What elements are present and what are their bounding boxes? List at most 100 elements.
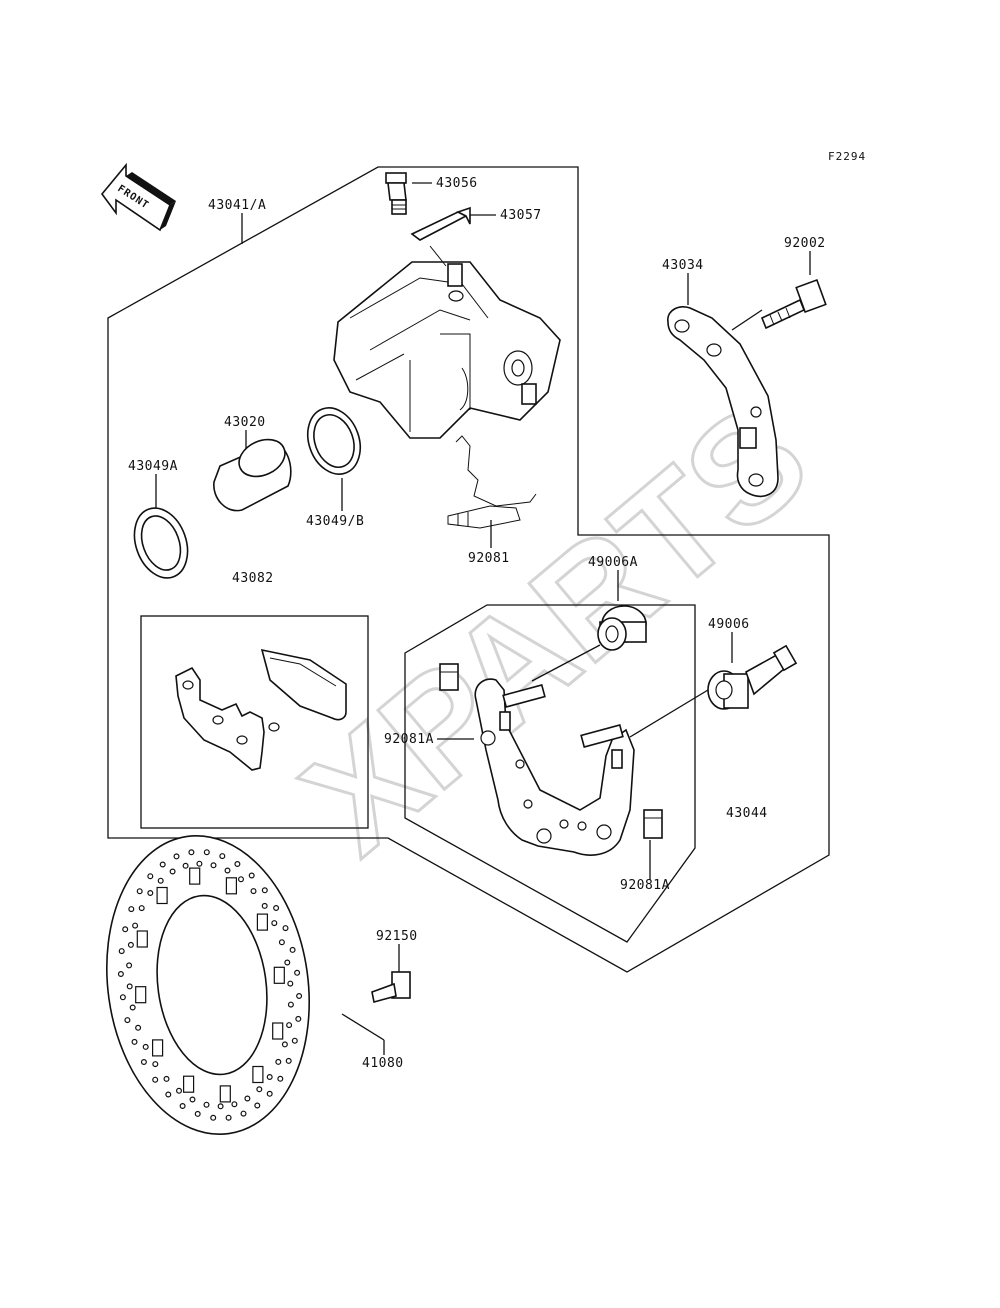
disc-hole [136,888,143,895]
disc-hole [261,902,268,909]
disc-slot [135,986,147,1004]
disc-hole [129,1004,136,1011]
disc-hole [159,861,166,868]
disc-slot [189,867,201,885]
disc-hole [117,970,124,977]
disc-hole [286,1022,293,1029]
disc-hole [147,873,154,880]
front-direction-icon: FRONT [100,162,176,232]
disc-hole [225,1114,232,1121]
disc-drilled-holes [117,849,303,1121]
label-41080: 41080 [362,1056,404,1071]
disc-slot [256,913,268,931]
disc-hole [194,1110,201,1117]
disc-hole [169,868,176,875]
disc-hole [254,1102,261,1109]
disc-hole [203,849,210,856]
disc-hole [284,959,291,966]
disc-hole [238,876,245,883]
leader-lines [155,182,811,1055]
caliper-assembly-outline [107,166,830,973]
label-43049A: 43049A [128,459,178,474]
disc-hole [138,905,145,912]
disc-hole [234,860,241,867]
label-92002: 92002 [784,236,826,251]
disc-slot [273,966,285,984]
disc-hole [281,1041,288,1048]
disc-hole [295,1015,302,1022]
label-43041A: 43041/A [208,198,266,213]
disc-hole [119,994,126,1001]
disc-hole [294,969,301,976]
disc-hole [266,1073,273,1080]
caliper-bracket-part [474,678,635,856]
disc-hole [224,867,231,874]
disc-slot [225,877,237,895]
disc-hole [122,926,129,933]
disc-hole [285,1057,292,1064]
disc-hole [275,1058,282,1065]
disc-hole [142,1043,149,1050]
holder-bolt-part [760,278,827,330]
disc-hole [126,962,133,969]
figure-code: F2294 [828,150,866,163]
bracket-assembly-outline [404,604,696,943]
disc-hole [203,1101,210,1108]
disc-slot [156,886,168,905]
bleeder-valve-part [385,172,407,215]
disc-hole [132,922,139,929]
disc-hole [165,1091,172,1098]
disc-slot [272,1022,284,1040]
label-43056: 43056 [436,176,478,191]
disc-hole [173,853,180,860]
label-43044: 43044 [726,806,768,821]
disc-hole [248,872,255,879]
disc-hole [250,888,257,895]
disc-hole [179,1102,186,1109]
disc-hole [282,925,289,932]
disc-slot [183,1075,195,1093]
disc-hole [287,980,294,987]
disc-slot [219,1085,231,1103]
disc-hole [152,1061,159,1068]
disc-hole [240,1110,247,1117]
bracket-clip-left-part [439,663,459,691]
label-49006: 49006 [708,617,750,632]
piston-part [213,438,292,512]
disc-hole [152,1076,159,1083]
label-43082: 43082 [232,571,274,586]
disc-hole [124,1017,131,1024]
slide-pin-part [707,644,798,710]
disc-hole [244,1095,251,1102]
disc-hole [196,860,203,867]
caliper-body-part [333,245,561,439]
disc-cooling-slots [135,867,285,1103]
label-49006A: 49006A [588,555,638,570]
disc-hole [287,1001,294,1008]
pad-spring-part [447,435,537,529]
disc-slot [252,1065,264,1084]
disc-slot [136,930,148,948]
disc-hole [210,862,217,869]
bleeder-cap-part [410,206,471,241]
disc-hole [219,853,226,860]
disc-hole [289,946,296,953]
disc-hole [256,1086,263,1093]
label-92150: 92150 [376,929,418,944]
disc-hole [291,1037,298,1044]
disc-hole [131,1038,138,1045]
slide-pin-boot-part [597,605,647,651]
disc-hole [231,1101,238,1108]
disc-hole [296,992,303,999]
label-92081A-left: 92081A [384,732,434,747]
disc-slot [152,1039,164,1057]
disc-hole [210,1114,217,1121]
disc-hole [140,1058,147,1065]
bracket-clip-right-part [643,809,663,839]
disc-hole [118,948,125,955]
disc-hole [277,1075,284,1082]
disc-hole [182,862,189,869]
disc-hole [261,887,268,894]
disc-hole [189,1096,196,1103]
